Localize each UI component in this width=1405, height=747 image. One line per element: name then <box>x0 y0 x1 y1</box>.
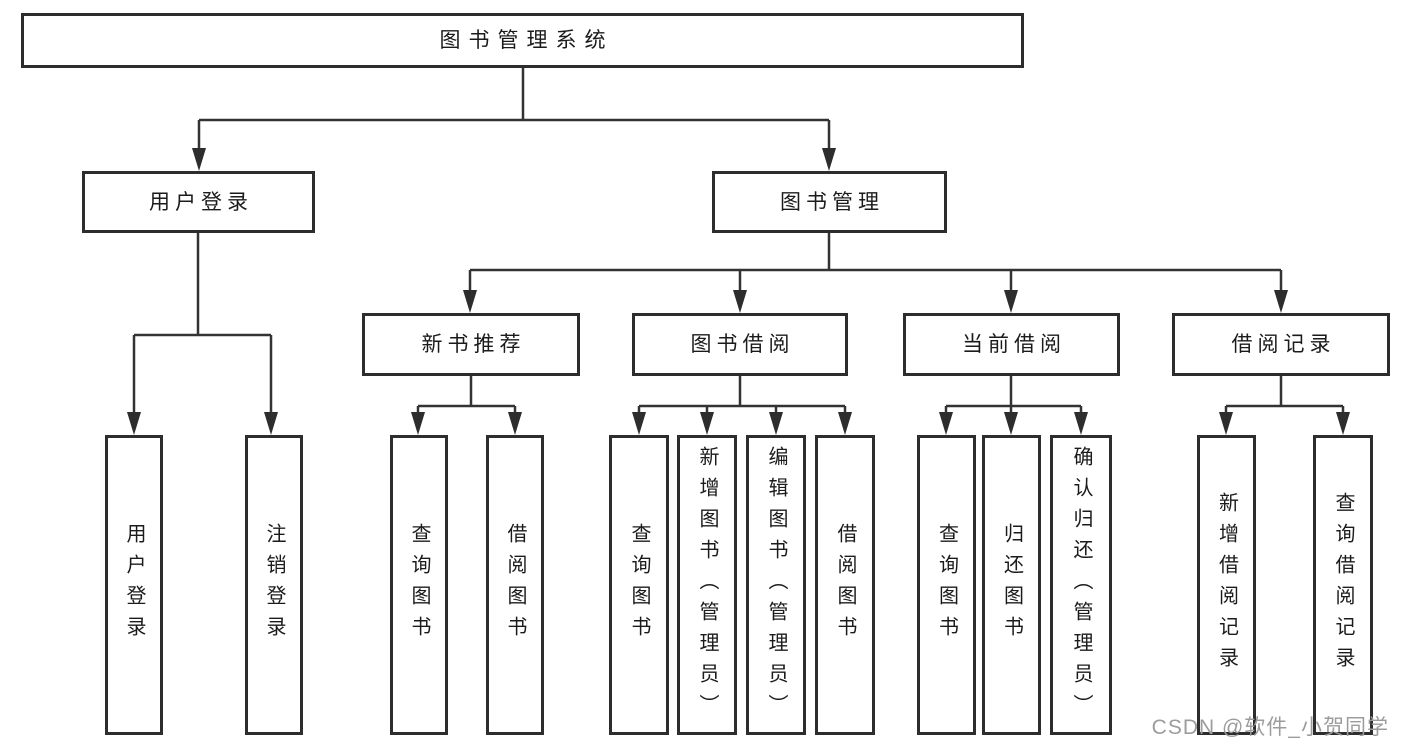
node-label: 用户登录 <box>149 190 253 214</box>
node-label: 新书推荐 <box>421 333 526 356</box>
node-leaf-logout: 注销登录 <box>245 435 303 735</box>
node-leaf-return-books: 归还图书 <box>982 435 1041 735</box>
node-leaf-edit-book-admin: 编辑图书（管理员） <box>746 435 806 735</box>
node-label: 图书管理系统 <box>439 29 614 52</box>
node-label: 编辑图书（管理员） <box>765 445 787 725</box>
node-library-management-system: 图书管理系统 <box>21 13 1024 68</box>
node-current-borrowing: 当前借阅 <box>903 313 1120 376</box>
node-leaf-user-login: 用户登录 <box>105 435 163 735</box>
node-leaf-query-borrow-record: 查询借阅记录 <box>1313 435 1373 735</box>
node-leaf-borrow-books: 借阅图书 <box>815 435 875 735</box>
node-leaf-add-borrow-record: 新增借阅记录 <box>1197 435 1256 735</box>
node-label: 查询图书 <box>935 523 958 647</box>
node-user-login: 用户登录 <box>82 171 315 233</box>
node-label: 确认归还（管理员） <box>1070 445 1092 725</box>
node-label: 注销登录 <box>263 523 285 647</box>
node-book-management: 图书管理 <box>712 171 947 233</box>
node-label: 图书借阅 <box>690 333 795 356</box>
node-label: 查询图书 <box>628 523 650 647</box>
node-label: 借阅图书 <box>834 523 856 647</box>
node-borrowing-records: 借阅记录 <box>1172 313 1390 376</box>
node-label: 借阅记录 <box>1231 333 1336 356</box>
node-new-book-recommendation: 新书推荐 <box>362 313 580 376</box>
node-label: 用户登录 <box>123 523 145 647</box>
node-leaf-confirm-return-admin: 确认归还（管理员） <box>1050 435 1112 735</box>
node-leaf-query-books-recommend: 查询图书 <box>390 435 448 735</box>
node-label: 当前借阅 <box>962 333 1066 356</box>
node-label: 借阅图书 <box>504 523 526 647</box>
node-leaf-query-books-current: 查询图书 <box>917 435 976 735</box>
node-label: 图书管理 <box>780 190 884 214</box>
node-leaf-add-book-admin: 新增图书（管理员） <box>677 435 737 735</box>
node-label: 归还图书 <box>1000 523 1023 647</box>
node-label: 查询图书 <box>408 523 430 647</box>
node-leaf-borrow-books-recommend: 借阅图书 <box>486 435 544 735</box>
node-label: 新增借阅记录 <box>1215 492 1238 678</box>
node-book-borrowing: 图书借阅 <box>632 313 848 376</box>
node-label: 查询借阅记录 <box>1332 492 1354 678</box>
node-label: 新增图书（管理员） <box>696 445 718 725</box>
node-leaf-query-books-borrow: 查询图书 <box>609 435 669 735</box>
tree-connector-paths <box>132 68 1345 414</box>
csdn-watermark: CSDN @软件_小贺同学 <box>1151 716 1389 739</box>
